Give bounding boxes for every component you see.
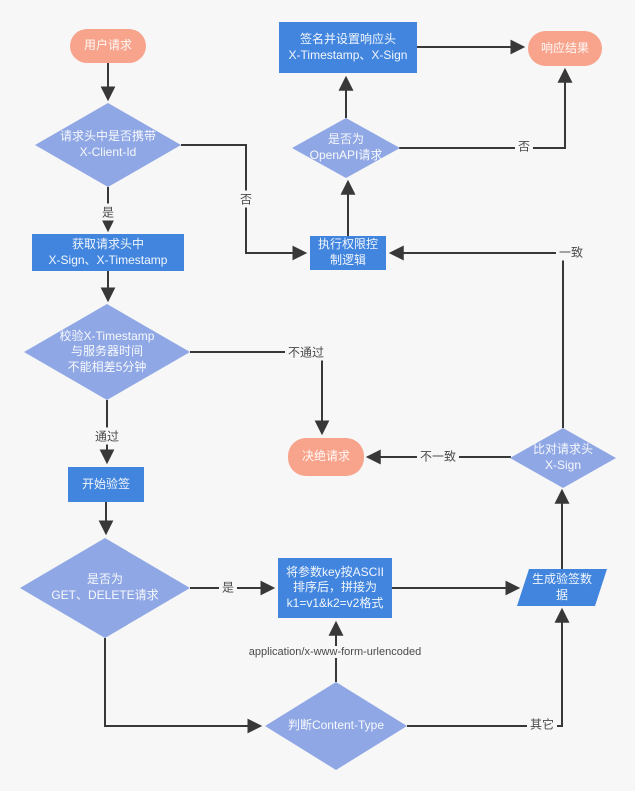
- edge-getdelete-to-contenttype: [104, 638, 263, 734]
- node-start-verify: 开始验签: [68, 467, 144, 502]
- node-concat-params: 将参数key按ASCII 排序后，拼接为 k1=v1&k2=v2格式: [278, 558, 392, 618]
- node-exec-permission: 执行权限控 制逻辑: [310, 236, 386, 270]
- edge-comparesign-match: [388, 245, 564, 428]
- edge-label-fail: 不通过: [284, 343, 328, 361]
- node-generate-verify-data: 生成验签数 据: [516, 569, 608, 606]
- edge-label-no-clientid: 否: [236, 190, 256, 208]
- node-reject-request: 决绝请求: [288, 438, 364, 476]
- edge-label-match: 一致: [555, 243, 587, 261]
- edge-timestamp-fail: [190, 351, 330, 436]
- node-sign-response: 签名并设置响应头 X-Timestamp、X-Sign: [279, 22, 417, 73]
- edge-label-other: 其它: [526, 715, 558, 733]
- node-get-headers: 获取请求头中 X-Sign、X-Timestamp: [32, 234, 184, 271]
- edge-label-mismatch: 不一致: [416, 447, 460, 465]
- edge-label-no-openapi: 否: [514, 137, 534, 155]
- node-response-result: 响应结果: [528, 31, 602, 66]
- edge-label-yes-clientid: 是: [98, 203, 118, 221]
- node-user-request: 用户请求: [70, 29, 146, 63]
- edge-openapi-no: [399, 67, 573, 149]
- edge-label-yes-getdelete: 是: [218, 578, 238, 596]
- generate-verify-data-label: 生成验签数 据: [531, 571, 592, 602]
- edge-label-pass: 通过: [91, 427, 123, 445]
- edge-contenttype-other: [407, 607, 570, 727]
- edge-label-content-type-form: application/x-www-form-urlencoded: [245, 646, 425, 658]
